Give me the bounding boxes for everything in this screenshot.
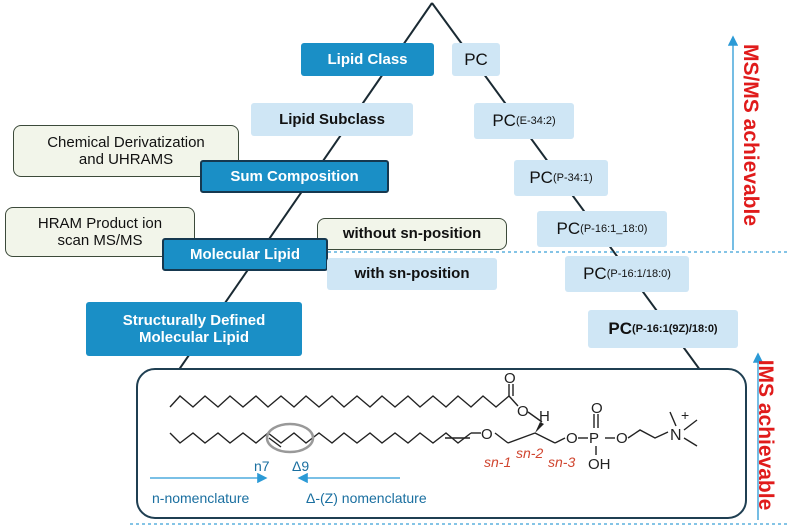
sum-composition-box: Sum Composition <box>200 160 389 193</box>
msms-achievable-label: MS/MS achievable <box>735 35 765 235</box>
ester-bond-2 <box>527 411 543 423</box>
chem-deriv-line-2: and UHRAMS <box>78 151 174 168</box>
n-nomenclature-label: n-nomenclature <box>152 490 249 506</box>
pc-example-1-base: PC <box>492 111 516 131</box>
structurally-defined-box: Structurally Defined Molecular Lipid <box>86 302 302 356</box>
oh-label: OH <box>588 456 611 473</box>
sn3-label: sn-3 <box>548 454 575 470</box>
sum-composition-label: Sum Composition <box>230 167 359 185</box>
pc-example-3: PC(P-16:1_18:0) <box>537 211 667 247</box>
without-sn-box: without sn-position <box>317 218 507 250</box>
N-methyl-1 <box>669 411 677 427</box>
ims-achievable-text: IMS achievable <box>754 359 777 511</box>
sn1-label: sn-1 <box>484 454 511 470</box>
n7-label: n7 <box>254 458 270 474</box>
glycerol-1 <box>494 432 509 444</box>
structurally-defined-line-2: Molecular Lipid <box>138 329 249 346</box>
double-bond-9 <box>268 437 282 448</box>
carbonyl-o-label: O <box>504 370 516 387</box>
glycerol-to-O <box>554 437 566 444</box>
chem-deriv-line-1: Chemical Derivatization <box>47 133 205 151</box>
double-bond-highlight <box>265 422 315 454</box>
hram-line-1: HRAM Product ion <box>37 214 163 232</box>
ether-o-label: O <box>481 426 493 443</box>
lipid-class-label: Lipid Class <box>327 50 408 68</box>
pc-example-4: PC(P-16:1/18:0) <box>565 256 689 292</box>
p-label: P <box>589 430 599 447</box>
pc-example-4-sub: (P-16:1/18:0) <box>606 267 671 280</box>
ims-achievable-label: IMS achievable <box>750 355 780 515</box>
ester-bond <box>508 395 519 407</box>
bottom-chain <box>169 432 472 444</box>
stereo-wedge <box>535 422 544 433</box>
pc-example-2-sub: (P-34:1) <box>552 171 593 184</box>
glycerol-3 <box>534 432 556 444</box>
glycerol-2 <box>507 432 536 444</box>
sn2-label: sn-2 <box>516 445 543 461</box>
pc-example-4-base: PC <box>583 264 607 284</box>
pc-example-0-base: PC <box>464 49 488 69</box>
delta-nomenclature-label: Δ-(Z) nomenclature <box>306 490 427 506</box>
msms-achievable-text: MS/MS achievable <box>739 43 762 227</box>
delta9-label: Δ9 <box>292 458 309 474</box>
pc-example-5-base: PC <box>608 319 633 339</box>
choline-chain <box>627 429 669 439</box>
with-sn-label: with sn-position <box>354 265 470 283</box>
ester-o-label: O <box>517 403 529 420</box>
n-label: N <box>670 427 682 444</box>
hram-box: HRAM Product ion scan MS/MS <box>5 207 195 257</box>
structure-panel <box>136 368 747 519</box>
pc-example-2: PC(P-34:1) <box>514 160 608 196</box>
phos-o-top-label: O <box>591 400 603 417</box>
pc-example-5: PC(P-16:1(9Z)/18:0) <box>588 310 738 348</box>
n-plus-label: + <box>681 407 689 423</box>
lipid-subclass-box: Lipid Subclass <box>251 103 413 136</box>
N-methyl-2 <box>683 419 698 431</box>
pc-example-2-base: PC <box>529 168 553 188</box>
molecular-lipid-label: Molecular Lipid <box>189 245 300 263</box>
lipid-subclass-label: Lipid Subclass <box>279 110 385 128</box>
pc-example-3-sub: (P-16:1_18:0) <box>580 222 648 235</box>
pc-example-0: PC <box>452 43 500 76</box>
lipid-class-box: Lipid Class <box>301 43 434 76</box>
top-acyl-chain <box>169 395 510 408</box>
without-sn-label: without sn-position <box>342 225 482 243</box>
N-methyl-3 <box>683 437 698 447</box>
phos-o-left-label: O <box>566 430 578 447</box>
pc-example-1: PC(E-34:2) <box>474 103 574 139</box>
pc-example-5-sub: (P-16:1(9Z)/18:0) <box>632 322 718 335</box>
structurally-defined-line-1: Structurally Defined <box>122 311 266 329</box>
pc-example-3-base: PC <box>556 219 581 239</box>
phos-o-right-label: O <box>616 430 628 447</box>
molecular-lipid-box: Molecular Lipid <box>162 238 328 271</box>
h-label: H <box>539 408 550 425</box>
with-sn-box: with sn-position <box>327 258 497 290</box>
pc-example-1-sub: (E-34:2) <box>515 114 556 127</box>
hram-line-2: scan MS/MS <box>57 232 143 249</box>
